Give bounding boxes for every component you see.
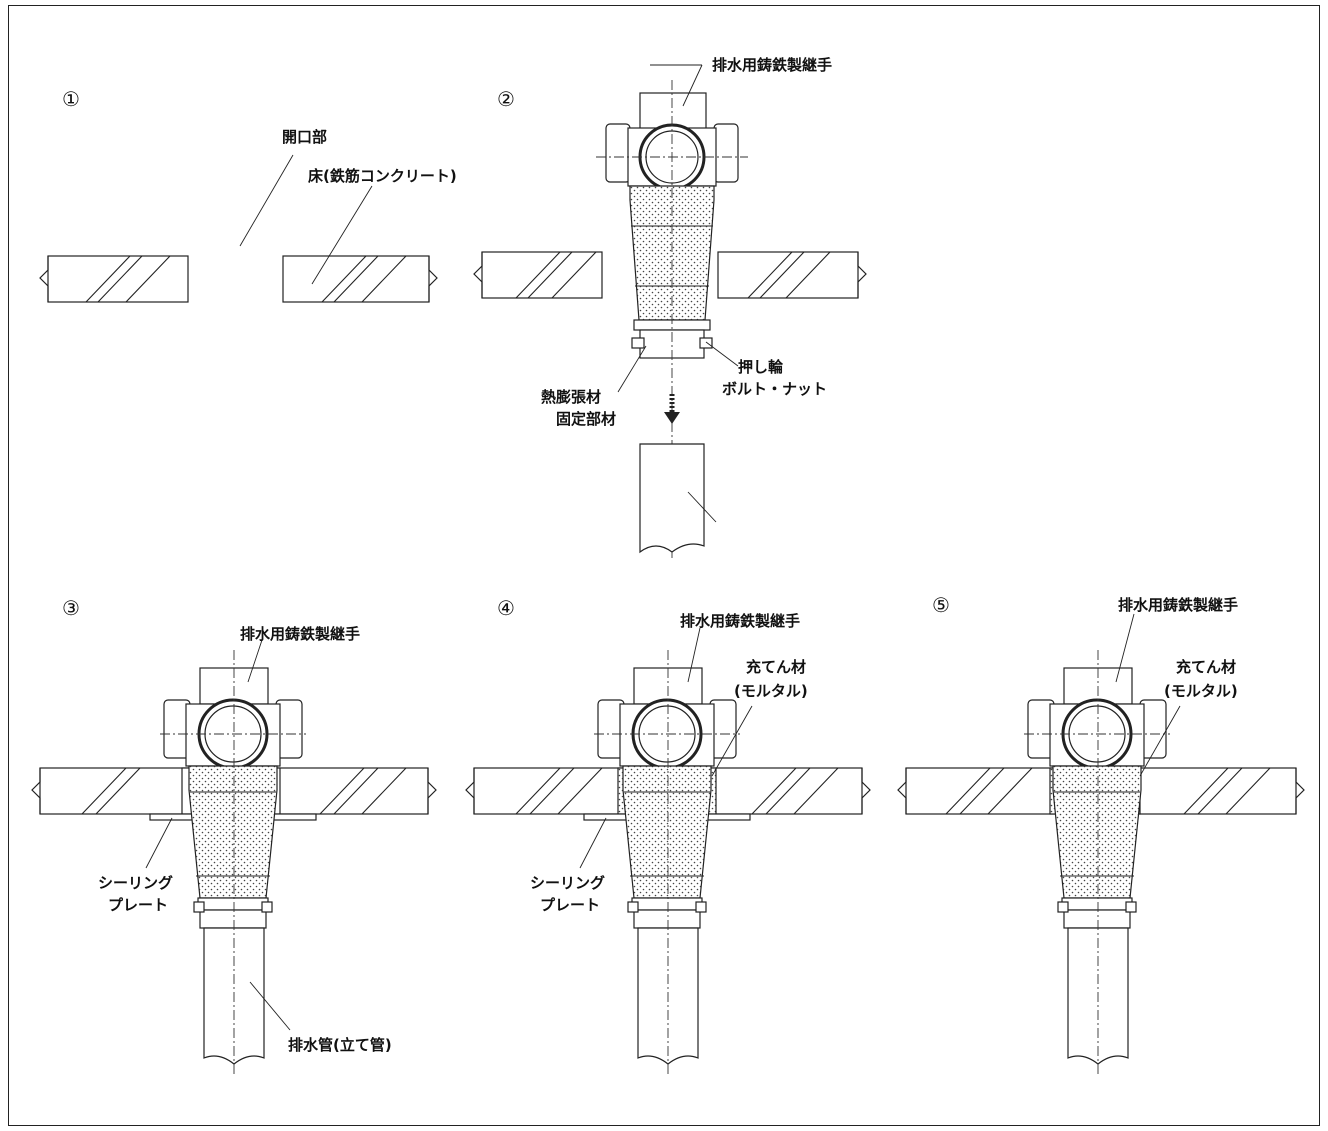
label-sealing-plate-1: シーリング <box>530 874 605 892</box>
label-thermal-material: 熱膨張材 <box>541 388 601 406</box>
label-drain-pipe: 排水管(立て管) <box>288 1036 392 1054</box>
label-sealing-plate-2: プレート <box>108 896 168 914</box>
label-sealing-plate-1: シーリング <box>98 874 173 892</box>
floor-slab-left <box>481 251 603 299</box>
step-number-5: ⑤ <box>932 593 950 617</box>
label-filler-1: 充てん材 <box>1176 658 1236 676</box>
label-fitting: 排水用鋳鉄製継手 <box>240 625 360 643</box>
label-fitting: 排水用鋳鉄製継手 <box>1118 596 1238 614</box>
label-push-ring: 押し輪 <box>738 358 784 376</box>
step-number-1: ① <box>62 87 80 111</box>
diagram-frame <box>8 5 1320 1126</box>
label-fixing-member: 固定部材 <box>556 410 616 428</box>
label-opening: 開口部 <box>282 128 327 146</box>
step-1: ① 開口部 床(鉄筋コンクリート) <box>39 87 457 303</box>
step-number-4: ④ <box>497 596 515 620</box>
label-sealing-plate-2: プレート <box>540 896 600 914</box>
step-number-2: ② <box>497 87 515 111</box>
floor-slab-left <box>47 255 189 303</box>
step-5: ⑤ 排水用鋳鉄製継手 充てん材 (モルタル) <box>897 593 1305 1074</box>
step-4: ④ 排水用鋳鉄製継手 充てん材 ( <box>465 596 871 1074</box>
label-bolt-nut: ボルト・ナット <box>722 380 827 398</box>
step-2: ② <box>473 56 867 560</box>
drain-pipe <box>639 443 705 554</box>
step-3: ③ 排水用鋳鉄製継手 <box>31 596 437 1074</box>
break-line <box>39 256 49 302</box>
label-fitting: 排水用鋳鉄製継手 <box>712 56 832 74</box>
down-arrow-icon <box>664 394 680 424</box>
step-number-3: ③ <box>62 596 80 620</box>
label-filler-1: 充てん材 <box>746 658 806 676</box>
label-filler-2: (モルタル) <box>734 682 808 700</box>
floor-slab-right <box>717 251 859 299</box>
label-fitting: 排水用鋳鉄製継手 <box>680 612 800 630</box>
label-floor: 床(鉄筋コンクリート) <box>308 167 457 185</box>
label-filler-2: (モルタル) <box>1164 682 1238 700</box>
